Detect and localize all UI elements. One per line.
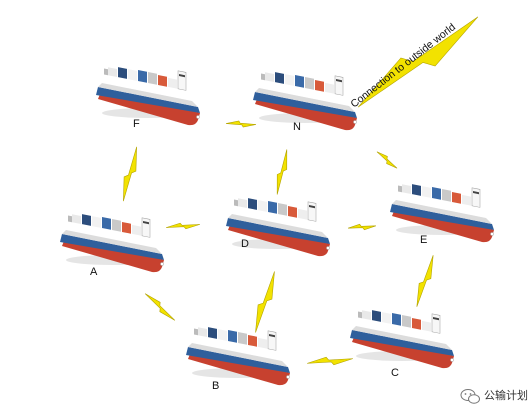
external-connection-label: Connection to outside world <box>348 21 458 110</box>
node-label-n: N <box>293 121 301 133</box>
watermark-text: 公输计划 <box>484 388 528 402</box>
node-label-c: C <box>391 367 399 379</box>
labels-layer: F N A D E B C <box>90 118 427 392</box>
lightning-link-a-d <box>165 222 201 230</box>
ship-e <box>389 183 495 243</box>
ship-a <box>59 213 165 273</box>
lightning-link-f-a <box>123 146 137 202</box>
node-label-a: A <box>90 266 98 278</box>
node-label-e: E <box>420 234 427 246</box>
ship-n <box>252 71 358 131</box>
lightning-link-n-e <box>376 151 398 169</box>
ship-b <box>185 326 291 386</box>
lightning-link-external <box>357 16 479 108</box>
ship-f <box>95 66 201 126</box>
links-layer <box>123 16 479 366</box>
lightning-link-a-b <box>144 293 176 321</box>
watermark: 公输计划 <box>460 388 528 404</box>
node-label-d: D <box>241 238 249 250</box>
lightning-link-e-c <box>416 255 434 307</box>
ships-layer <box>59 66 495 386</box>
node-label-b: B <box>212 380 219 392</box>
lightning-link-b-c <box>307 356 353 366</box>
node-label-f: F <box>133 118 140 130</box>
lightning-link-d-b <box>255 271 275 333</box>
lightning-link-f-n <box>225 120 257 128</box>
lightning-link-d-e <box>347 223 377 231</box>
wechat-icon <box>460 389 480 404</box>
ship-c <box>349 309 455 369</box>
lightning-link-n-d <box>276 149 288 195</box>
